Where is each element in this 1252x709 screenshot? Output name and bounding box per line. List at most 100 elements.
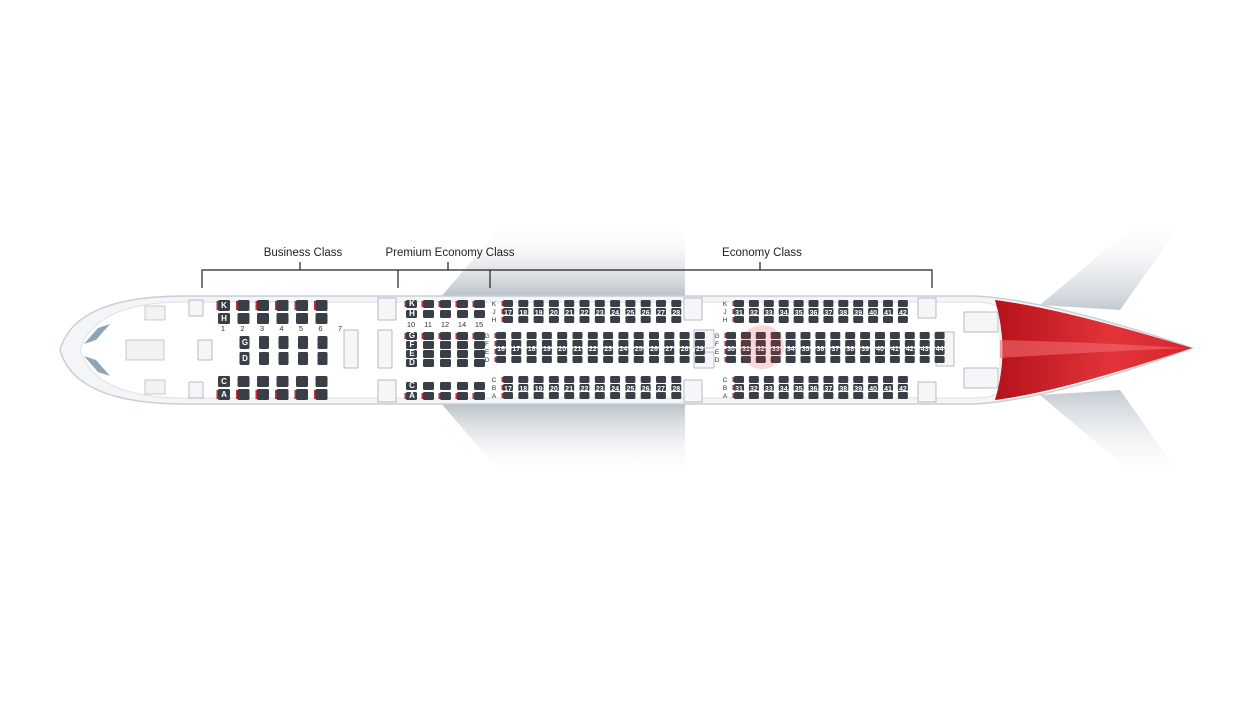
economy-seat[interactable] [633,340,644,347]
business-seat[interactable] [237,313,250,324]
economy-seat[interactable] [694,332,705,339]
economy-seat[interactable] [808,384,819,391]
economy-seat[interactable] [734,308,744,315]
economy-seat[interactable] [823,308,834,315]
economy-seat[interactable] [564,316,575,323]
economy-seat[interactable] [679,332,690,339]
economy-seat[interactable] [579,316,590,323]
economy-seat[interactable] [496,332,506,339]
economy-seat[interactable] [934,340,945,347]
economy-seat[interactable] [518,376,529,383]
economy-seat[interactable] [533,376,544,383]
economy-seat[interactable] [518,308,529,315]
economy-seat[interactable] [853,392,864,399]
business-seat[interactable] [259,352,269,365]
economy-seat[interactable] [656,384,666,391]
business-seat[interactable] [296,313,308,324]
economy-seat[interactable] [548,316,559,323]
economy-seat[interactable] [808,392,819,399]
economy-seat[interactable] [603,340,614,347]
economy-seat[interactable] [564,376,575,383]
economy-seat[interactable] [610,308,621,315]
economy-seat[interactable] [518,300,529,307]
economy-seat[interactable] [572,340,583,347]
economy-seat[interactable] [564,300,575,307]
economy-seat[interactable] [594,392,605,399]
economy-seat[interactable] [845,332,856,339]
economy-seat[interactable] [740,348,751,355]
economy-seat[interactable] [548,384,559,391]
economy-seat[interactable] [640,316,651,323]
economy-seat[interactable] [853,384,864,391]
economy-seat[interactable] [625,308,636,315]
economy-seat[interactable] [830,340,841,347]
premium-seat[interactable] [423,341,434,349]
premium-seat[interactable] [474,392,485,400]
economy-seat[interactable] [883,384,893,391]
economy-seat[interactable] [533,316,544,323]
economy-seat[interactable] [875,340,885,347]
economy-seat[interactable] [778,300,789,307]
economy-seat[interactable] [868,308,879,315]
economy-seat[interactable] [726,356,736,363]
economy-seat[interactable] [823,300,834,307]
economy-seat[interactable] [557,340,568,347]
economy-seat[interactable] [763,300,774,307]
economy-seat[interactable] [748,376,759,383]
premium-seat[interactable] [423,300,434,308]
business-seat[interactable] [218,389,230,400]
economy-seat[interactable] [610,316,621,323]
economy-seat[interactable] [793,392,804,399]
premium-seat[interactable] [457,382,468,390]
economy-seat[interactable] [533,308,544,315]
premium-seat[interactable] [440,341,451,349]
economy-seat[interactable] [541,356,552,363]
economy-seat[interactable] [649,332,659,339]
premium-seat[interactable] [406,382,417,390]
economy-seat[interactable] [511,348,522,355]
economy-seat[interactable] [897,376,908,383]
economy-seat[interactable] [838,308,849,315]
economy-seat[interactable] [889,348,900,355]
economy-seat[interactable] [640,384,651,391]
business-seat[interactable] [278,336,289,349]
economy-seat[interactable] [564,392,575,399]
economy-seat[interactable] [823,392,834,399]
business-seat[interactable] [315,313,328,324]
economy-seat[interactable] [526,348,537,355]
economy-seat[interactable] [679,348,690,355]
economy-seat[interactable] [633,332,644,339]
economy-seat[interactable] [883,376,893,383]
business-seat[interactable] [315,389,328,400]
economy-seat[interactable] [755,332,766,339]
economy-seat[interactable] [671,308,682,315]
business-seat[interactable] [278,352,289,365]
economy-seat[interactable] [823,376,834,383]
economy-seat[interactable] [557,332,568,339]
economy-seat[interactable] [830,356,841,363]
economy-seat[interactable] [838,300,849,307]
economy-seat[interactable] [594,376,605,383]
economy-seat[interactable] [778,384,789,391]
economy-seat[interactable] [610,376,621,383]
economy-seat[interactable] [904,348,915,355]
economy-seat[interactable] [897,308,908,315]
economy-seat[interactable] [572,332,583,339]
business-seat[interactable] [276,313,289,324]
economy-seat[interactable] [541,340,552,347]
economy-seat[interactable] [934,348,945,355]
economy-seat[interactable] [875,348,885,355]
economy-seat[interactable] [808,308,819,315]
economy-seat[interactable] [610,384,621,391]
economy-seat[interactable] [694,348,705,355]
economy-seat[interactable] [533,300,544,307]
economy-seat[interactable] [770,332,781,339]
economy-seat[interactable] [919,340,930,347]
business-seat[interactable] [296,389,308,400]
economy-seat[interactable] [815,356,826,363]
premium-seat[interactable] [457,359,468,367]
premium-seat[interactable] [474,310,485,318]
business-seat[interactable] [296,376,308,387]
economy-seat[interactable] [778,376,789,383]
economy-seat[interactable] [778,308,789,315]
